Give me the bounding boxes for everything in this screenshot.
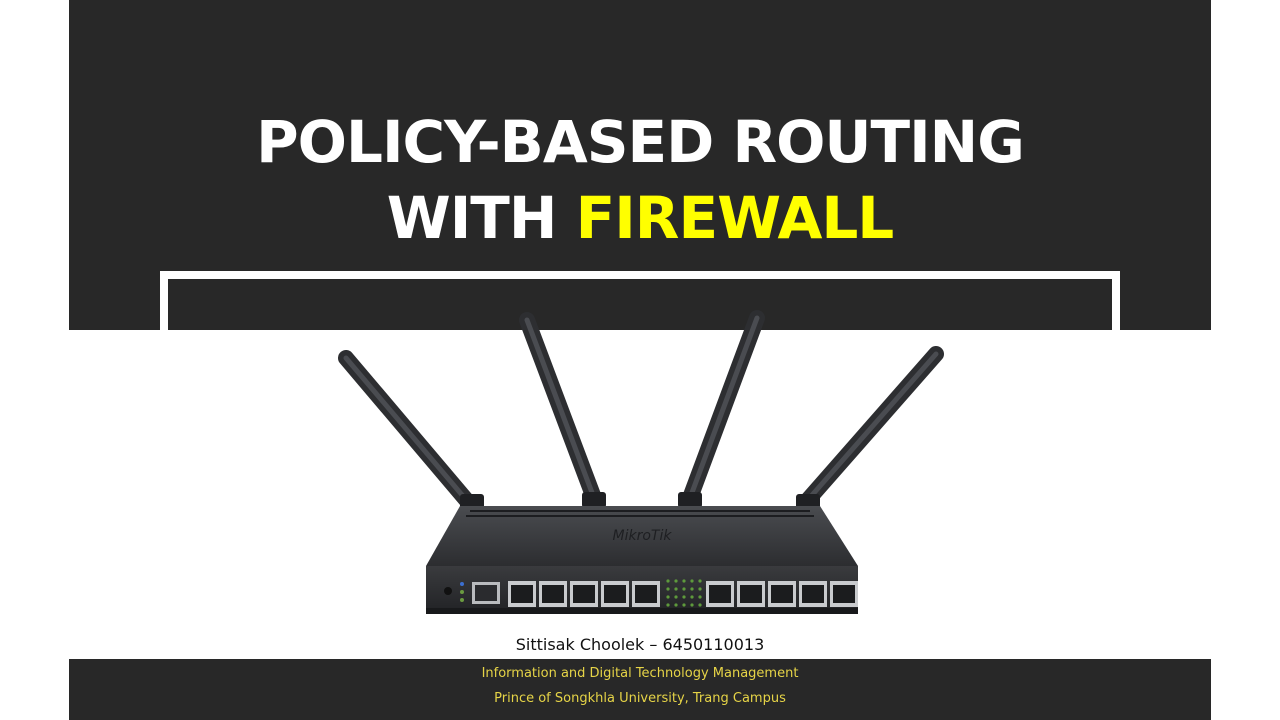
title-frame [160,271,1120,331]
antenna-1 [338,350,476,510]
affiliation-line-1: Information and Digital Technology Manag… [481,666,799,681]
title-line-1: POLICY-BASED ROUTING [256,108,1025,176]
slide-title: POLICY-BASED ROUTING WITH FIREWALL [69,104,1211,256]
antenna-4 [798,346,944,510]
router-image: MikroTik [338,310,944,614]
title-line-2-accent: FIREWALL [575,184,895,252]
affiliation-band: Information and Digital Technology Manag… [69,659,1211,720]
antenna-3 [682,310,765,506]
title-line-2-prefix: WITH [386,184,558,252]
affiliation-line-2: Prince of Songkhla University, Trang Cam… [494,691,786,706]
router-brand-logo: MikroTik [613,528,673,544]
antenna-2 [519,312,602,506]
author-line: Sittisak Choolek – 6450110013 [515,635,765,654]
